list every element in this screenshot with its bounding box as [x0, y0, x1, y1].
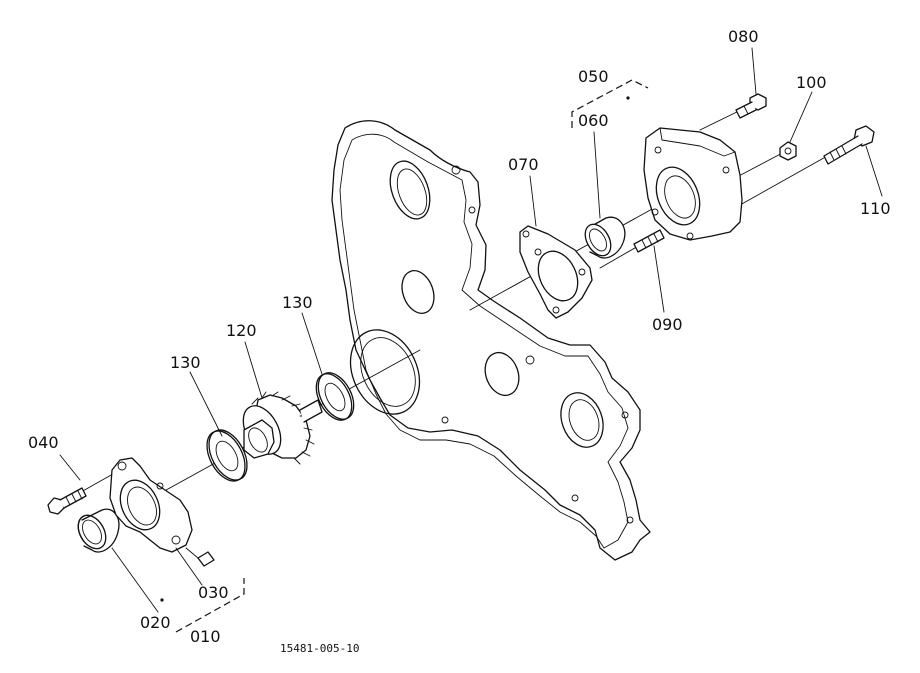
- callout-090: 090: [652, 315, 683, 334]
- part-060-bushing: [584, 216, 626, 259]
- part-070-gasket: [519, 225, 593, 319]
- part-030-pin: [185, 547, 215, 567]
- callout-060: 060: [578, 111, 609, 130]
- callout-010: 010: [190, 627, 221, 646]
- part-100-nut: [779, 141, 797, 161]
- callout-050: 050: [578, 67, 609, 86]
- callout-110: 110: [860, 199, 891, 218]
- callout-120: 120: [226, 321, 257, 340]
- callout-labels: 040 020 030 010 130 120 130 070 060 050 …: [28, 27, 891, 655]
- leader-lines: [59, 47, 883, 613]
- group-bracket-050: [571, 79, 649, 128]
- part-080-bolt: [735, 93, 767, 119]
- callout-130-rear: 130: [282, 293, 313, 312]
- part-020-bushing: [77, 508, 120, 553]
- group-bracket-010: [160, 578, 245, 633]
- callout-080: 080: [728, 27, 759, 46]
- callout-020: 020: [140, 613, 171, 632]
- callout-130-front: 130: [170, 353, 201, 372]
- part-040-bolt: [47, 487, 87, 515]
- part-130-thrust-washer-rear: [315, 372, 355, 421]
- callout-100: 100: [796, 73, 827, 92]
- part-120-idle-gear: [242, 391, 323, 465]
- part-010-bearing-case: [109, 457, 193, 553]
- part-130-thrust-washer-front: [206, 429, 248, 482]
- callout-030: 030: [198, 583, 229, 602]
- gear-case: [331, 120, 651, 561]
- part-050-bearing-housing: [643, 127, 743, 241]
- figure-number: 15481-005-10: [280, 642, 359, 655]
- callout-040: 040: [28, 433, 59, 452]
- part-090-stud-bolt: [633, 229, 665, 253]
- part-110-bolt: [823, 125, 875, 165]
- callout-070: 070: [508, 155, 539, 174]
